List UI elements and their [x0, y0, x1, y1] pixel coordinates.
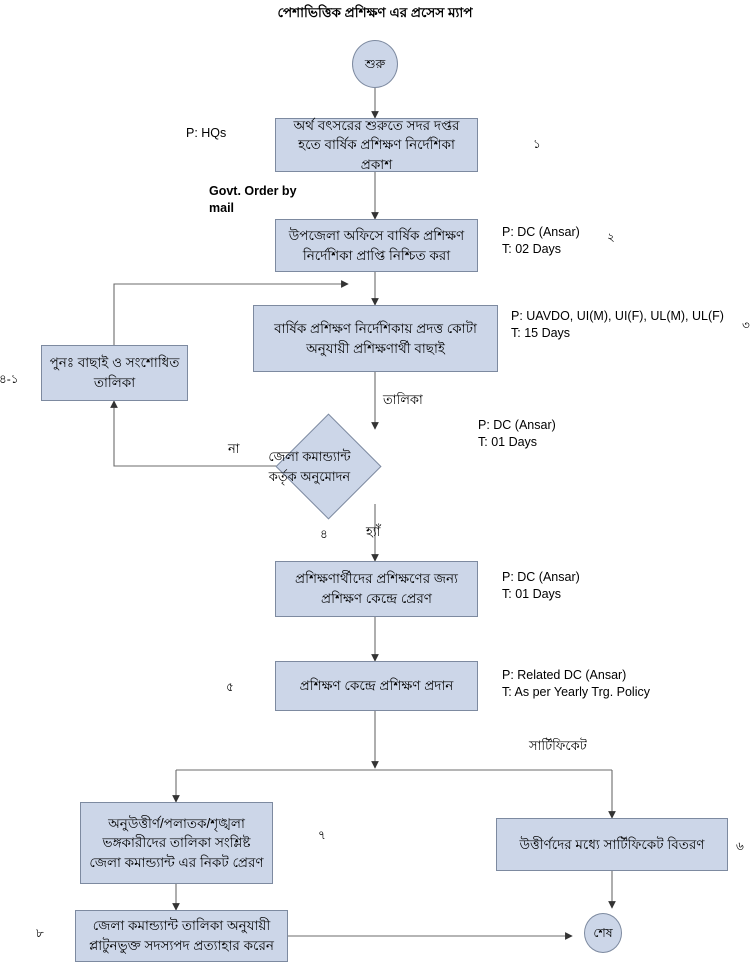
node-provide-training-label: প্রশিক্ষণ কেন্দ্রে প্রশিক্ষণ প্রদান — [299, 678, 454, 694]
node-commandant-approval[interactable]: জেলা কমান্ড্যান্ট কর্তৃক অনুমোদন — [268, 413, 382, 520]
node-withdraw-membership[interactable]: জেলা কমান্ড্যান্ট তালিকা অনুযায়ী প্লাটু… — [75, 910, 288, 962]
node-send-failed-list[interactable]: অনুউত্তীর্ণ/পলাতক/শৃঙ্খলা ভঙ্গকারীদের তা… — [80, 802, 273, 884]
annotation-dc-ansar-1day-b: P: DC (Ansar) T: 01 Days — [502, 570, 580, 601]
node-publish-guideline[interactable]: অর্থ বৎসরের শুরুতে সদর দপ্তর হতে বার্ষিক… — [275, 118, 478, 172]
annotation-dc-ansar-2days: P: DC (Ansar) T: 02 Days — [502, 225, 580, 256]
node-withdraw-membership-label: জেলা কমান্ড্যান্ট তালিকা অনুযায়ী প্লাটু… — [89, 918, 274, 953]
annotation-related-dc: P: Related DC (Ansar) T: As per Yearly T… — [502, 668, 650, 699]
edge-label-hae: হ্যাঁ — [366, 524, 381, 539]
step-number-4: ৪ — [320, 527, 328, 541]
node-provide-training[interactable]: প্রশিক্ষণ কেন্দ্রে প্রশিক্ষণ প্রদান — [275, 661, 478, 711]
step-number-3: ৩ — [742, 318, 750, 332]
node-start-label: শুরু — [364, 56, 386, 71]
page-title: পেশাভিত্তিক প্রশিক্ষণ এর প্রসেস ম্যাপ — [277, 5, 473, 20]
step-number-5: ৫ — [226, 680, 234, 694]
step-number-7: ৭ — [318, 828, 326, 842]
node-ensure-receipt-label: উপজেলা অফিসে বার্ষিক প্রশিক্ষণ নির্দেশিক… — [288, 227, 465, 263]
edge-label-na: না — [228, 441, 240, 456]
annotation-p-hqs: P: HQs — [186, 126, 227, 140]
node-end[interactable]: শেষ — [584, 913, 622, 953]
node-send-failed-list-label: অনুউত্তীর্ণ/পলাতক/শৃঙ্খলা ভঙ্গকারীদের তা… — [89, 815, 264, 870]
node-select-trainees-label: বার্ষিক প্রশিক্ষণ নির্দেশিকায় প্রদত্ত ক… — [274, 320, 477, 356]
node-reselect-revised-list[interactable]: পুনঃ বাছাই ও সংশোধিত তালিকা — [41, 345, 188, 401]
annotation-govt-order: Govt. Order by mail — [209, 184, 297, 215]
step-number-8: ৮ — [36, 926, 44, 940]
node-reselect-revised-list-label: পুনঃ বাছাই ও সংশোধিত তালিকা — [49, 355, 180, 390]
node-distribute-certificates-label: উত্তীর্ণদের মধ্যে সার্টিফিকেট বিতরণ — [519, 836, 705, 852]
edge-label-talika: তালিকা — [383, 392, 423, 407]
node-send-to-training-center-label: প্রশিক্ষণার্থীদের প্রশিক্ষণের জন্য প্রশি… — [295, 571, 458, 606]
annotation-uavdo-15days: P: UAVDO, UI(M), UI(F), UL(M), UL(F) T: … — [511, 309, 724, 340]
step-number-1: ১ — [533, 137, 541, 151]
node-publish-guideline-label: অর্থ বৎসরের শুরুতে সদর দপ্তর হতে বার্ষিক… — [293, 117, 460, 172]
node-send-to-training-center[interactable]: প্রশিক্ষণার্থীদের প্রশিক্ষণের জন্য প্রশি… — [275, 561, 478, 617]
step-number-4-1: ৪-১ — [0, 372, 19, 386]
step-number-2: ২ — [607, 230, 615, 244]
node-start[interactable]: শুরু — [352, 40, 398, 88]
step-number-6: ৬ — [736, 839, 744, 853]
node-select-trainees[interactable]: বার্ষিক প্রশিক্ষণ নির্দেশিকায় প্রদত্ত ক… — [253, 305, 498, 372]
node-distribute-certificates[interactable]: উত্তীর্ণদের মধ্যে সার্টিফিকেট বিতরণ — [496, 818, 728, 871]
edge-label-certificate: সার্টিফিকেট — [529, 738, 587, 753]
node-commandant-approval-label: জেলা কমান্ড্যান্ট কর্তৃক অনুমোদন — [268, 449, 351, 484]
node-ensure-receipt[interactable]: উপজেলা অফিসে বার্ষিক প্রশিক্ষণ নির্দেশিক… — [275, 219, 478, 272]
node-end-label: শেষ — [593, 925, 613, 940]
annotation-dc-ansar-1day: P: DC (Ansar) T: 01 Days — [478, 418, 556, 449]
